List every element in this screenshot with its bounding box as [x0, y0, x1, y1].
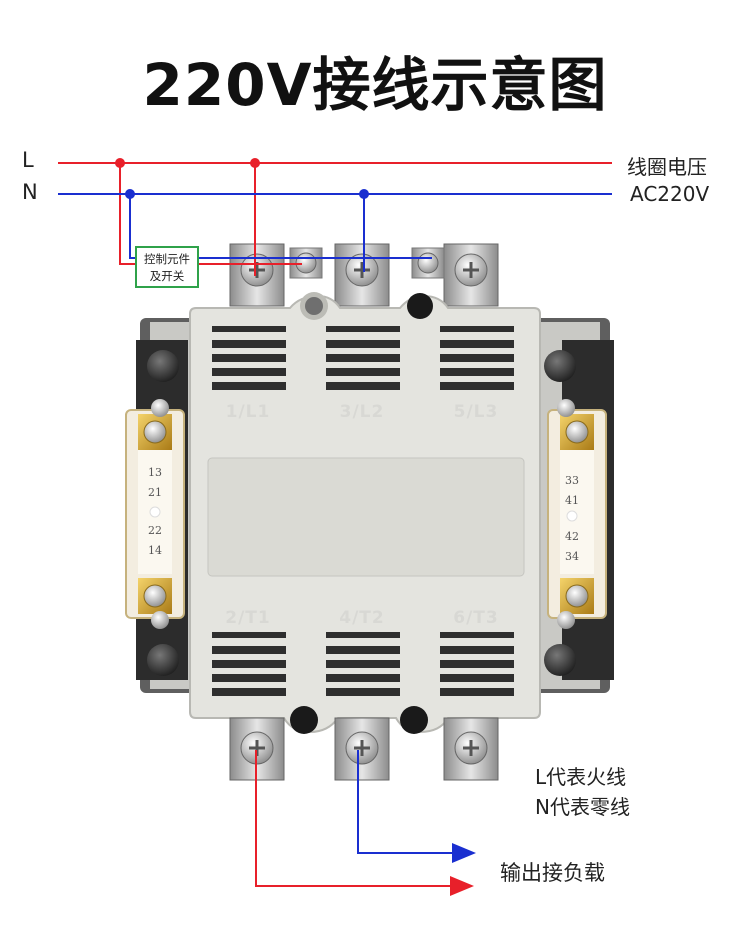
aux-left-3: 22 [148, 524, 162, 537]
vent-slot [440, 646, 514, 654]
live-to-control [119, 163, 135, 265]
coil-voltage-value: AC220V [630, 182, 710, 206]
pole-label-top-3: 5/L3 [453, 402, 499, 422]
pole-label-top-1: 1/L1 [225, 402, 271, 422]
mounting-screws [147, 350, 576, 676]
label-N: N [22, 180, 38, 204]
bottom-terminals [229, 717, 499, 781]
output-live-wire [255, 750, 474, 896]
pole-label-bottom-2: 4/T2 [339, 608, 385, 628]
control-box-line2: 及开关 [149, 269, 185, 283]
vent-slot [212, 340, 286, 348]
vent-slot [326, 660, 400, 668]
vent-slot [212, 674, 286, 682]
aux-left-4: 14 [148, 544, 162, 557]
vent-slot [326, 326, 400, 332]
vent-slot [440, 354, 514, 362]
neutral-wiring [58, 193, 612, 272]
vent-slot [326, 688, 400, 696]
vent-slot [212, 660, 286, 668]
vent-slot [212, 354, 286, 362]
vent-slot [440, 326, 514, 332]
legend-neutral: N代表零线 [535, 795, 630, 819]
vent-slot [440, 688, 514, 696]
vent-slot [326, 674, 400, 682]
vent-slot [326, 354, 400, 362]
label-L: L [22, 148, 34, 172]
top-terminals [229, 243, 499, 307]
live-junctions [115, 158, 260, 168]
aux-contact-right [547, 409, 607, 619]
aux-contact-left [125, 409, 185, 619]
control-switch-box: 控制元件 及开关 [135, 246, 199, 288]
vent-slot [440, 382, 514, 390]
vent-slot [326, 368, 400, 376]
aux-left-2: 21 [148, 486, 162, 499]
control-box-line1: 控制元件 [144, 252, 190, 266]
vent-slot [440, 340, 514, 348]
pole-label-top-2: 3/L2 [339, 402, 385, 422]
aux-right-3: 42 [565, 530, 579, 543]
aux-right-1: 33 [565, 474, 579, 487]
pole-label-bottom-1: 2/T1 [225, 608, 271, 628]
vent-slot [326, 340, 400, 348]
pole-label-bottom-3: 6/T3 [453, 608, 499, 628]
coil-voltage-label: 线圈电压 [627, 155, 707, 179]
page-title: 220V接线示意图 [142, 51, 608, 119]
legend-live: L代表火线 [535, 765, 627, 789]
output-load-label: 输出接负载 [500, 861, 605, 885]
vent-slot [212, 382, 286, 390]
vents-bottom [212, 632, 514, 696]
vent-slot [212, 646, 286, 654]
vent-slot [326, 632, 400, 638]
vent-slot [440, 674, 514, 682]
contactor-body [189, 292, 541, 734]
vent-slot [212, 326, 286, 332]
aux-right-4: 34 [565, 550, 579, 563]
aux-left-1: 13 [148, 466, 162, 479]
vents-top [212, 326, 514, 390]
vent-slot [440, 632, 514, 638]
vent-slot [440, 368, 514, 376]
neutral-junctions [125, 189, 369, 199]
vent-slot [212, 688, 286, 696]
vent-slot [440, 660, 514, 668]
vent-slot [326, 382, 400, 390]
vent-slot [212, 632, 286, 638]
output-neutral-wire [357, 750, 476, 863]
vent-slot [212, 368, 286, 376]
aux-right-2: 41 [565, 494, 579, 507]
vent-slot [326, 646, 400, 654]
